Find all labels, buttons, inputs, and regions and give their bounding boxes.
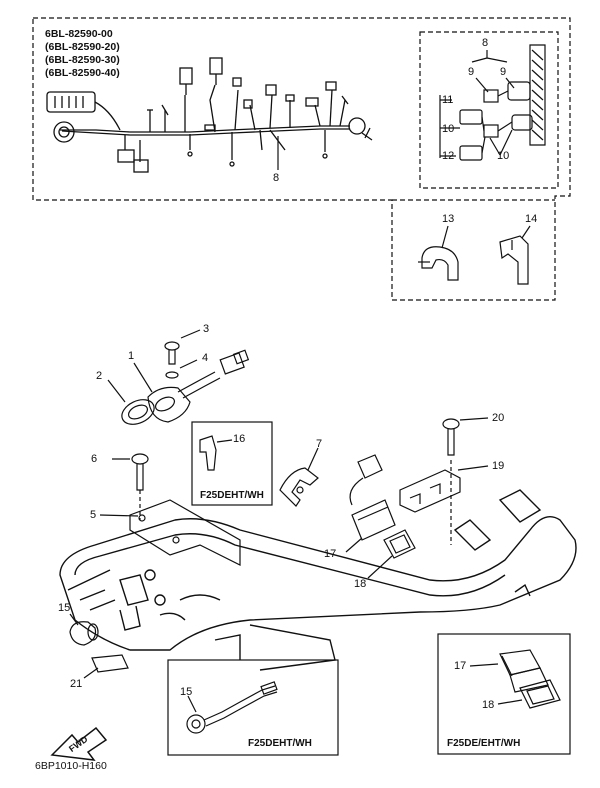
bottom-cowling [59, 489, 577, 671]
callout-10-bottom: 10 [497, 150, 510, 162]
clip-14 [499, 225, 531, 285]
callout-11: 11 [442, 94, 454, 106]
part-number-variant-20: (6BL-82590-20) [45, 41, 120, 53]
clip-16 [199, 435, 233, 471]
callout-21: 21 [70, 678, 83, 690]
variant-box-15 [167, 659, 339, 756]
variant-label-17: F25DE/EHT/WH [447, 738, 521, 749]
sensor-15 [186, 681, 278, 734]
wire-harness [46, 57, 373, 173]
callout-6: 6 [91, 453, 98, 465]
diagram-reference-code: 6BP1010-H160 [35, 760, 107, 772]
bracket-7 [279, 447, 319, 507]
callout-17-detail: 17 [454, 660, 467, 672]
callout-5: 5 [90, 509, 97, 521]
connector-17-detail [469, 649, 549, 693]
callout-2: 2 [96, 370, 103, 382]
callout-7: 7 [316, 438, 323, 450]
bolt-20 [442, 417, 489, 545]
connector-inset-border [419, 31, 559, 189]
callout-14: 14 [525, 213, 538, 225]
variant-box-17 [437, 633, 571, 755]
fwd-arrow [50, 726, 108, 761]
callout-12: 12 [442, 150, 455, 162]
callout-10-mid: 10 [442, 123, 455, 135]
bracket-grommet [107, 349, 250, 425]
relay-holder-19 [399, 465, 489, 513]
callout-18-main: 18 [354, 578, 367, 590]
callout-4: 4 [202, 352, 209, 364]
callout-9-left: 9 [468, 66, 475, 78]
connector-17 [345, 454, 396, 553]
label-21 [83, 654, 129, 679]
variant-label-16: F25DEHT/WH [200, 490, 264, 501]
plug-15 [69, 613, 99, 646]
callout-8-harness: 8 [273, 172, 280, 184]
callout-18-detail: 18 [482, 699, 495, 711]
callout-8-inset: 8 [482, 37, 489, 49]
harness-group-border [32, 17, 571, 301]
connector-detail [439, 44, 546, 161]
callout-3: 3 [203, 323, 210, 335]
variant-box-16 [191, 421, 273, 506]
screw-3 [164, 329, 201, 379]
callout-13: 13 [442, 213, 455, 225]
clip-13 [418, 225, 459, 281]
callout-15-main: 15 [58, 602, 71, 614]
gasket-18-detail [497, 679, 561, 709]
part-number-variant-40: (6BL-82590-40) [45, 67, 120, 79]
callout-20: 20 [492, 412, 505, 424]
bolt-6 [112, 453, 149, 520]
callout-19: 19 [492, 460, 505, 472]
callout-17-main: 17 [324, 548, 337, 560]
part-number-main: 6BL-82590-00 [45, 28, 113, 40]
callout-9-right: 9 [500, 66, 507, 78]
callout-15-detail: 15 [180, 686, 193, 698]
gasket-18 [367, 529, 416, 579]
variant-label-15: F25DEHT/WH [248, 738, 312, 749]
part-number-variant-30: (6BL-82590-30) [45, 54, 120, 66]
callout-16: 16 [233, 433, 246, 445]
bracket-5 [99, 499, 241, 566]
callout-1: 1 [128, 350, 135, 362]
